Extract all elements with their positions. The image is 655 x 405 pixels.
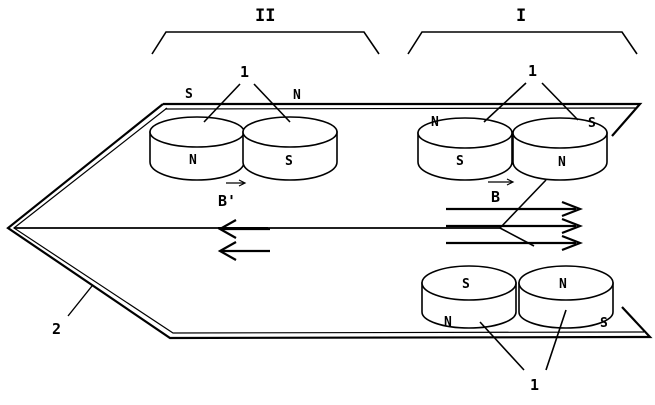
magnet-top xyxy=(417,117,513,149)
pole-label: N xyxy=(189,153,197,168)
pole-label: N xyxy=(293,88,301,103)
magnet-ref-label: 1 xyxy=(240,63,249,81)
magnet-top xyxy=(512,117,608,149)
magnet-ref-label: 1 xyxy=(528,62,537,80)
pole-label: N xyxy=(558,155,566,170)
magnet-top xyxy=(149,116,245,148)
pole-label: S xyxy=(600,316,608,331)
field-arrows-left xyxy=(217,219,270,261)
pole-label: S xyxy=(462,277,470,292)
plate-ref-label: 2 xyxy=(52,320,61,338)
pole-label: S xyxy=(456,154,464,169)
plate-outline xyxy=(6,102,653,340)
field-label-B-prime: B' xyxy=(218,192,236,210)
magnet-top xyxy=(421,265,517,301)
pole-label: S xyxy=(185,87,193,102)
magnet-pair-upper-right xyxy=(417,117,608,181)
pole-label: N xyxy=(559,277,567,292)
bracket-group-II xyxy=(151,31,380,55)
magnet-top xyxy=(242,116,338,148)
pole-label: S xyxy=(588,116,596,131)
small-field-arrow-left xyxy=(226,179,247,187)
leader-lines-magnets xyxy=(203,82,579,371)
group-label-II: II xyxy=(255,6,275,26)
magnet-pair-lower-right xyxy=(421,265,614,329)
field-arrows-right xyxy=(446,179,584,252)
leader-line-plate xyxy=(67,285,93,317)
magnet-top xyxy=(518,265,614,301)
magnet-pair-upper-left xyxy=(149,116,338,181)
pole-label: N xyxy=(444,315,452,330)
field-label-B: B xyxy=(491,188,500,206)
magnet-ref-label: 1 xyxy=(530,376,539,394)
pole-label: N xyxy=(431,115,439,130)
group-label-I: I xyxy=(516,6,526,26)
small-field-arrow-right xyxy=(488,178,515,186)
pole-label: S xyxy=(285,154,293,169)
bracket-group-I xyxy=(407,31,638,55)
